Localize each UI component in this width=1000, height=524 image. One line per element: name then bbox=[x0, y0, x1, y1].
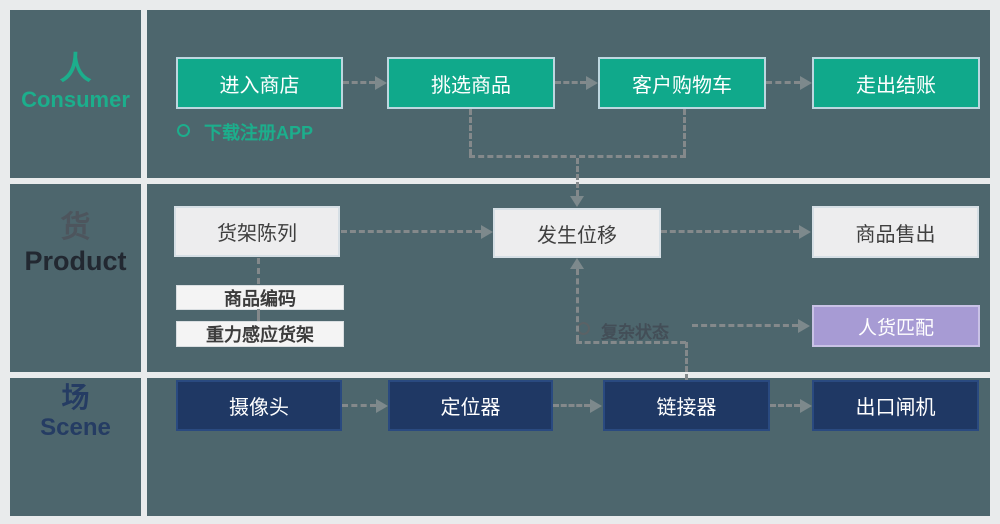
arrowhead-right-icon bbox=[376, 399, 388, 413]
arrowhead-right-icon bbox=[586, 76, 598, 90]
connector-into-displacement-bottom bbox=[576, 269, 579, 341]
node-person-goods-match: 人货匹配 bbox=[812, 305, 980, 347]
connector-cart-to-checkout bbox=[766, 81, 800, 84]
node-product-coding: 商品编码 bbox=[176, 285, 344, 310]
connector-coding-to-gravity bbox=[257, 309, 260, 321]
arrowhead-right-icon bbox=[798, 319, 810, 333]
lane-consumer-en-label: Consumer bbox=[21, 86, 130, 112]
node-enter-store: 进入商店 bbox=[176, 57, 343, 109]
arrowhead-right-icon bbox=[375, 76, 387, 90]
lane-label-consumer: 人 Consumer bbox=[10, 50, 141, 112]
connector-camera-to-locator bbox=[342, 404, 376, 407]
node-goods-sold: 商品售出 bbox=[812, 206, 979, 258]
connector-linker-to-gate bbox=[770, 404, 800, 407]
node-gravity-shelf: 重力感应货架 bbox=[176, 321, 344, 347]
node-customer-cart: 客户购物车 bbox=[598, 57, 766, 109]
arrowhead-down-icon bbox=[570, 196, 584, 207]
connector-pick-down bbox=[469, 109, 472, 155]
connector-pick-to-cart bbox=[555, 81, 586, 84]
node-pick-goods: 挑选商品 bbox=[387, 57, 555, 109]
connector-shelf-to-coding bbox=[257, 258, 260, 284]
node-linker: 链接器 bbox=[603, 380, 770, 431]
bullet-icon bbox=[177, 124, 190, 137]
lane-label-product: 货 Product bbox=[10, 211, 141, 277]
arrowhead-right-icon bbox=[481, 225, 493, 239]
connector-complex-to-match bbox=[692, 324, 798, 327]
arrowhead-right-icon bbox=[799, 225, 811, 239]
connector-shelf-to-displacement bbox=[341, 230, 481, 233]
connector-displacement-to-sold bbox=[661, 230, 799, 233]
arrowhead-right-icon bbox=[590, 399, 602, 413]
node-exit-gate: 出口闸机 bbox=[812, 380, 979, 431]
arrowhead-right-icon bbox=[800, 76, 812, 90]
connector-locator-to-linker bbox=[553, 404, 590, 407]
connector-linker-up bbox=[685, 342, 688, 380]
arrowhead-up-icon bbox=[570, 258, 584, 269]
lane-label-scene: 场 Scene bbox=[10, 382, 141, 442]
node-displacement: 发生位移 bbox=[493, 208, 661, 258]
connector-into-displacement-top bbox=[576, 158, 579, 196]
node-locator: 定位器 bbox=[388, 380, 553, 431]
lane-product-zh-label: 货 bbox=[60, 211, 91, 244]
node-camera: 摄像头 bbox=[176, 380, 342, 431]
node-walk-out-checkout: 走出结账 bbox=[812, 57, 980, 109]
node-shelf-display: 货架陈列 bbox=[174, 206, 340, 257]
lane-product-en-label: Product bbox=[24, 245, 127, 276]
lane-scene-label-cell bbox=[10, 378, 141, 516]
lane-consumer-zh-label: 人 bbox=[59, 50, 92, 86]
connector-merge-horizontal bbox=[469, 155, 686, 158]
lane-scene-zh-label: 场 bbox=[61, 382, 90, 413]
note-download-app: 下载注册APP bbox=[204, 123, 314, 143]
lane-scene-en-label: Scene bbox=[40, 414, 111, 442]
connector-cart-down bbox=[683, 109, 686, 155]
lane-product-label-cell bbox=[10, 184, 141, 372]
connector-enter-to-pick bbox=[343, 81, 375, 84]
lane-consumer-label-cell bbox=[10, 10, 141, 178]
arrowhead-right-icon bbox=[800, 399, 812, 413]
note-complex-state: 复杂状态 bbox=[601, 323, 669, 342]
connector-up-horizontal bbox=[576, 341, 686, 344]
